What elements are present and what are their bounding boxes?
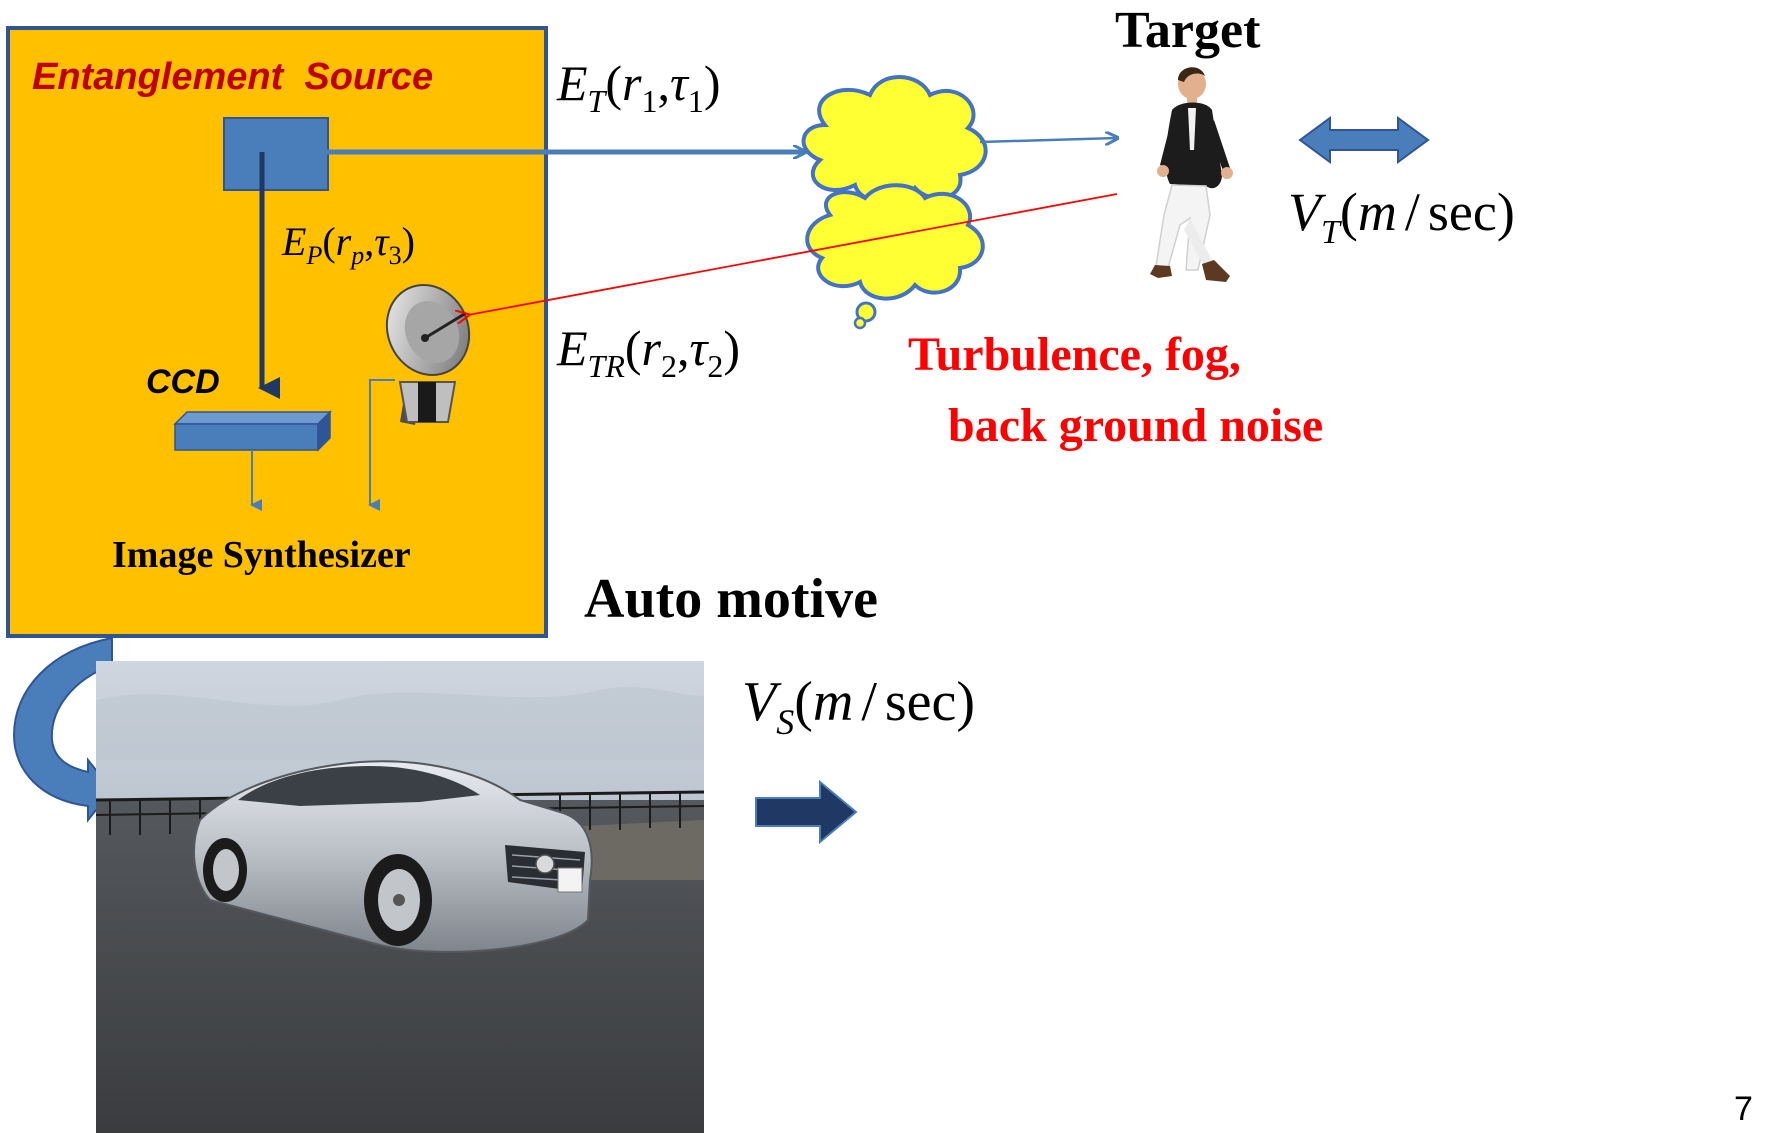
auto-motive-title: Auto motive (584, 568, 878, 630)
ccd-detector (173, 410, 332, 452)
target-field-label: ET(r1,τ1) (556, 55, 721, 119)
target-title: Target (1115, 2, 1261, 59)
return-field-label: ETR(r2,τ2) (556, 320, 740, 384)
ccd-label: CCD (146, 363, 220, 401)
image-synthesizer-label: Image Synthesizer (112, 534, 411, 576)
satellite-dish-icon (385, 284, 471, 425)
noise-label-line1: Turbulence, fog, (908, 328, 1241, 381)
cloud-droplet (853, 316, 867, 330)
entanglement-source-label: Entanglement Source (32, 56, 433, 98)
cloud-to-target-arrow (979, 138, 1117, 142)
return-beam-arrow (468, 193, 1118, 315)
cloud-droplet (855, 301, 877, 323)
turbulence-cloud-upper (801, 75, 988, 205)
target-motion-double-arrow (1298, 116, 1430, 164)
auto-velocity-label: VS(m/sec) (742, 671, 975, 742)
turbulence-cloud-lower (805, 183, 985, 301)
noise-label-line2: back ground noise (948, 399, 1323, 452)
target-velocity-label: VT(m/sec) (1288, 182, 1515, 251)
car-photo (95, 661, 705, 1133)
dish-output-arrow (368, 379, 395, 511)
auto-motion-arrow (755, 779, 858, 845)
slide-number: 7 (1734, 1090, 1753, 1128)
reference-field-label: EP(rp,τ3) (281, 219, 415, 270)
curved-link-arrow (12, 636, 114, 823)
walking-person-icon (1150, 67, 1233, 282)
